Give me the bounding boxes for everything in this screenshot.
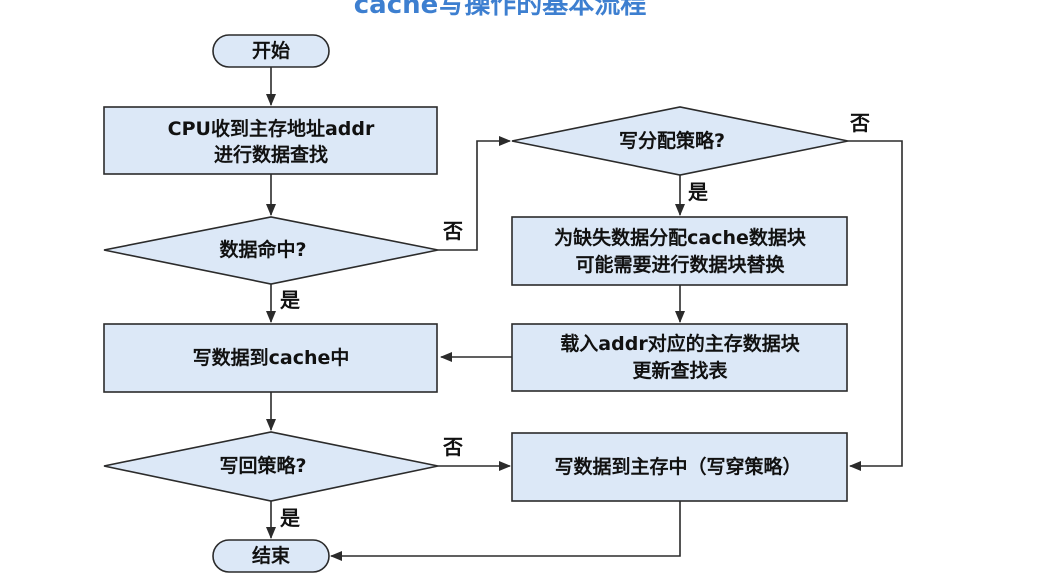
- cpu-lookup-label-line2: 进行数据查找: [214, 143, 328, 166]
- start-label: 开始: [252, 39, 290, 62]
- page-title: cache写操作的基本流程: [353, 0, 647, 20]
- node-assign-block: 为缺失数据分配cache数据块 可能需要进行数据块替换: [511, 216, 848, 286]
- alloc-decision-label: 写分配策略?: [619, 129, 725, 152]
- start-terminal: [212, 34, 330, 68]
- node-hit-decision: 数据命中?: [103, 216, 439, 285]
- node-alloc-decision: 写分配策略?: [511, 106, 849, 176]
- hit-decision-label: 数据命中?: [219, 238, 306, 261]
- assign-block-label-line1: 为缺失数据分配cache数据块: [554, 226, 807, 249]
- write-memory-label: 写数据到主存中（写穿策略）: [554, 455, 801, 478]
- alloc-decision-diamond: [511, 106, 849, 176]
- node-write-cache: 写数据到cache中: [103, 323, 438, 393]
- node-start: 开始: [212, 34, 330, 68]
- edge-write-mem-to-end: [330, 501, 681, 561]
- write-memory-box: [511, 432, 848, 502]
- write-cache-label: 写数据到cache中: [193, 346, 350, 369]
- alloc-yes-label: 是: [687, 180, 708, 204]
- end-label: 结束: [252, 544, 291, 567]
- alloc-no-label: 否: [849, 111, 870, 135]
- writeback-decision-label: 写回策略?: [219, 454, 306, 477]
- hit-decision-diamond: [103, 216, 439, 285]
- load-block-label-line1: 载入addr对应的主存数据块: [560, 332, 800, 355]
- node-load-block: 载入addr对应的主存数据块 更新查找表: [511, 323, 848, 392]
- node-writeback-decision: 写回策略?: [103, 431, 439, 502]
- edge-hit-no-to-alloc: [438, 136, 511, 251]
- hit-yes-label: 是: [279, 288, 300, 312]
- node-end: 结束: [212, 539, 330, 573]
- cpu-lookup-box: [103, 106, 438, 175]
- write-cache-box: [103, 323, 438, 393]
- hit-no-label: 否: [442, 219, 463, 243]
- load-block-label-line2: 更新查找表: [632, 359, 728, 382]
- load-block-box: [511, 323, 848, 392]
- writeback-yes-label: 是: [279, 506, 300, 530]
- node-cpu-lookup: CPU收到主存地址addr 进行数据查找: [103, 106, 438, 175]
- writeback-no-label: 否: [442, 435, 463, 459]
- edges: [266, 67, 903, 561]
- end-terminal: [212, 539, 330, 573]
- writeback-decision-diamond: [103, 431, 439, 502]
- assign-block-box: [511, 216, 848, 286]
- node-write-memory: 写数据到主存中（写穿策略）: [511, 432, 848, 502]
- edge-alloc-no-to-write-mem: [848, 140, 903, 471]
- assign-block-label-line2: 可能需要进行数据块替换: [575, 253, 785, 276]
- cpu-lookup-label-line1: CPU收到主存地址addr: [168, 117, 375, 140]
